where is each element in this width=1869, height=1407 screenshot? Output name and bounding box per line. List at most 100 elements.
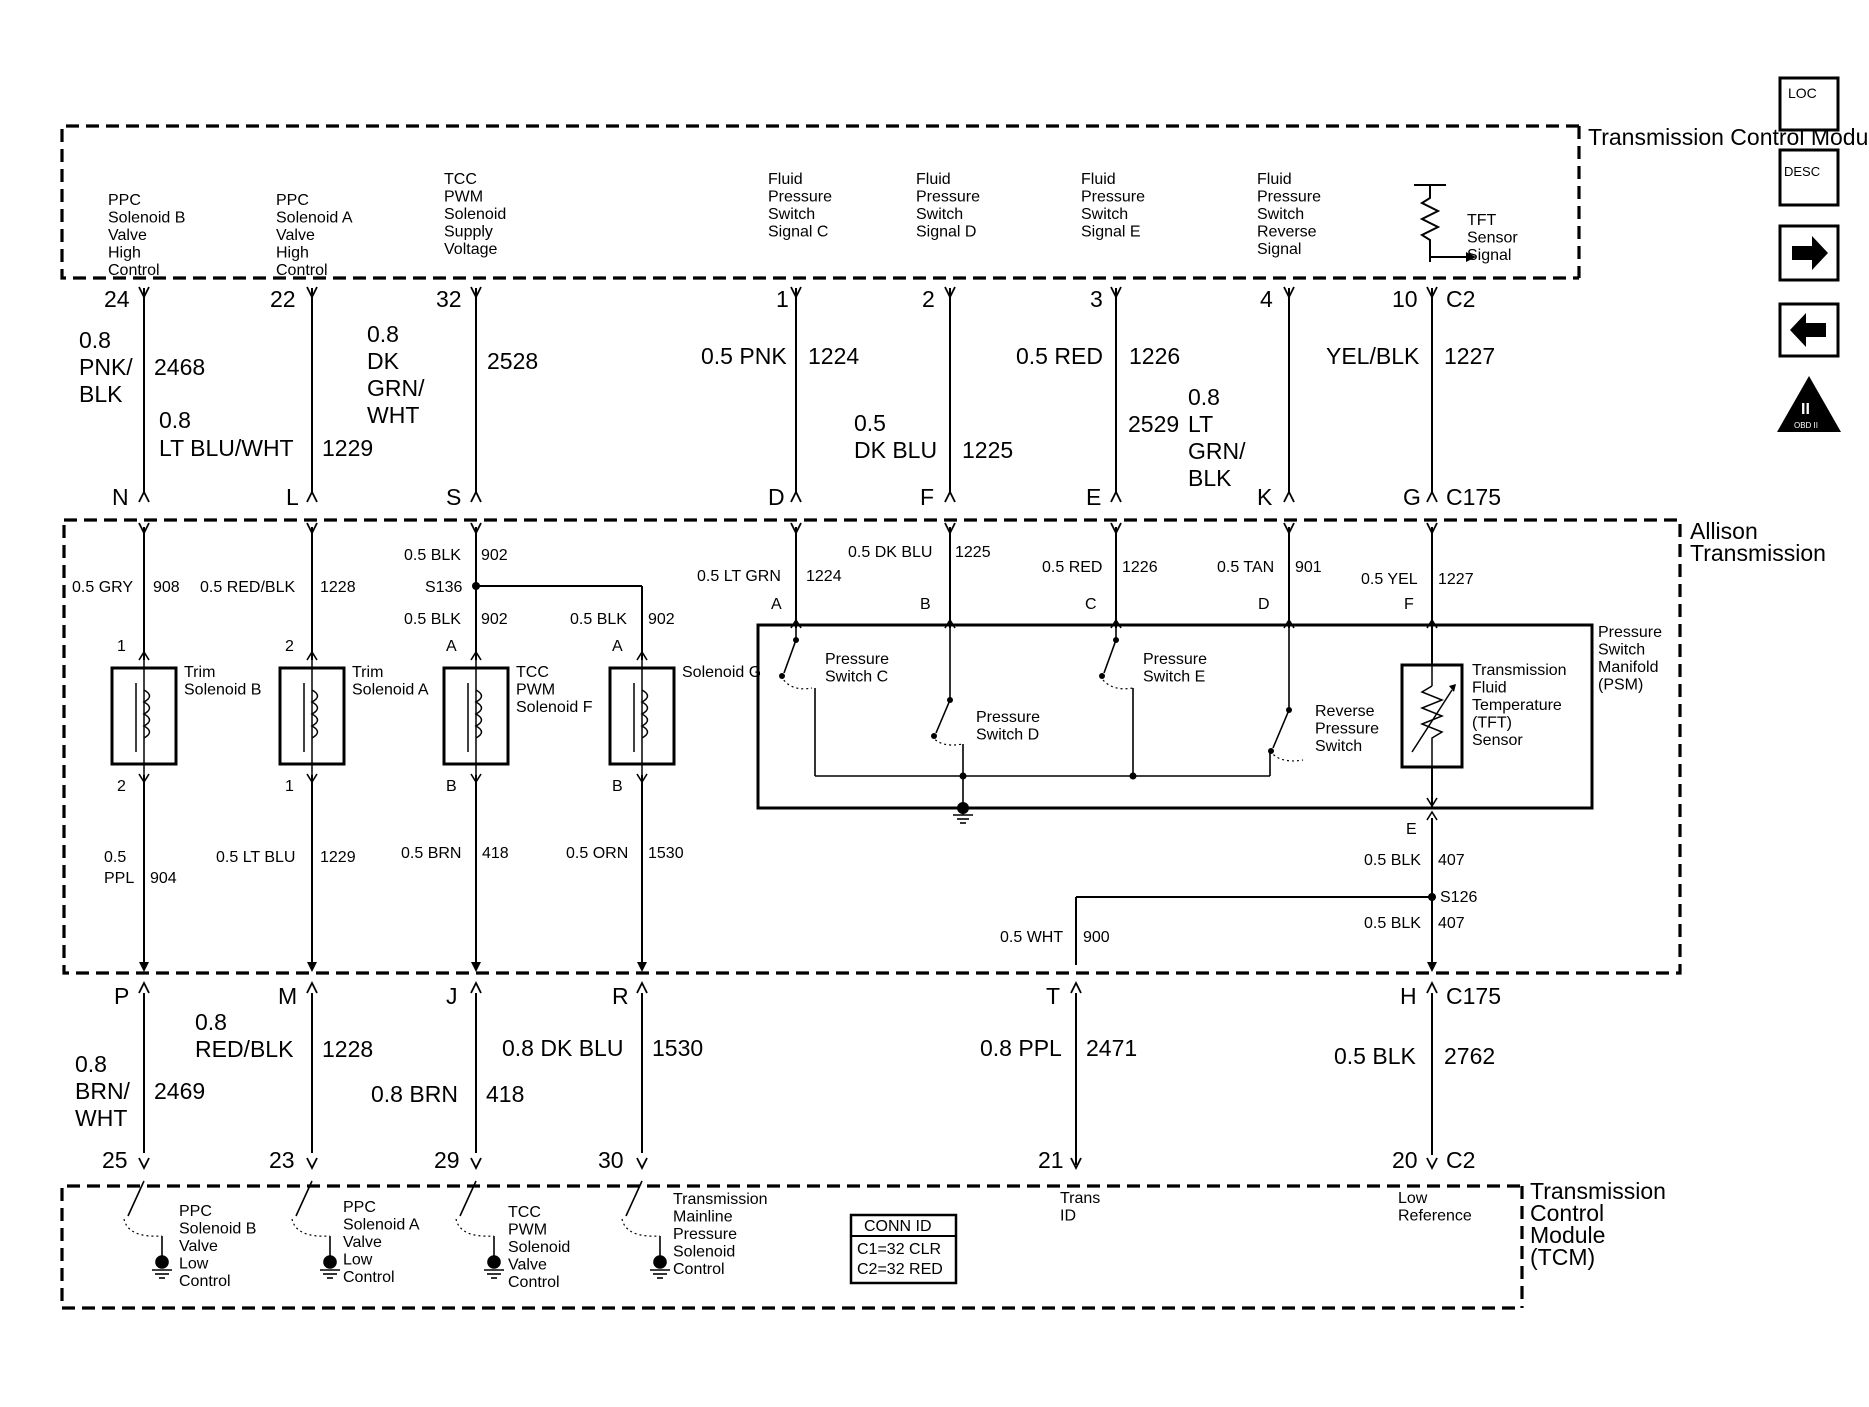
aw-1530: 0.5 ORN xyxy=(566,845,628,862)
uw-2468-color: PNK/BLK xyxy=(79,354,133,407)
top-pin-10: 10 xyxy=(1392,286,1418,312)
splice-s126-dot xyxy=(1428,893,1436,901)
aw-1229: 0.5 LT BLU xyxy=(216,849,295,866)
loc-button[interactable]: LOC xyxy=(1778,76,1840,132)
psm-pin-b: B xyxy=(920,596,931,613)
uw-1226-circuit: 1226 xyxy=(1129,343,1180,369)
top-pin-32: 32 xyxy=(436,286,462,312)
arrow-right-icon xyxy=(1792,236,1828,270)
aw-418-c: 418 xyxy=(482,845,509,862)
uw-2528-circuit: 2528 xyxy=(487,348,538,374)
aw-1224: 0.5 LT GRN xyxy=(697,568,781,585)
bottom-connector-c2: C2 xyxy=(1446,1147,1475,1173)
aw-407b: 0.5 BLK xyxy=(1364,915,1421,932)
c175b-pin-t: T xyxy=(1046,983,1060,1009)
psm-ground-icon xyxy=(953,808,973,824)
uw-1227-color: YEL/BLK xyxy=(1326,343,1420,369)
tcc-pin-b: B xyxy=(446,778,457,795)
prev-button[interactable] xyxy=(1778,302,1840,358)
conn-id-c2: C2=32 RED xyxy=(857,1261,943,1278)
bottom-pin-21: 21 xyxy=(1038,1147,1064,1173)
next-button[interactable] xyxy=(1778,224,1840,282)
aw-1228-c: 1228 xyxy=(320,579,356,596)
psm-pin-a: A xyxy=(771,596,782,613)
tcm-bottom-box xyxy=(60,1184,1520,1310)
lw-418-label: 0.8 BRN xyxy=(371,1081,458,1107)
lw-2471-circuit: 2471 xyxy=(1086,1035,1137,1061)
c175-pin-l: L xyxy=(286,484,299,510)
uw-1227-circuit: 1227 xyxy=(1444,343,1495,369)
bottom-pin-23: 23 xyxy=(269,1147,295,1173)
c175-pin-d: D xyxy=(768,484,785,510)
conn-id-table xyxy=(849,1213,958,1285)
aw-1530-c: 1530 xyxy=(648,845,684,862)
tft-pullup-resistor-icon xyxy=(1414,184,1476,262)
top-pin-22: 22 xyxy=(270,286,296,312)
aw-902b: 0.5 BLK xyxy=(404,611,461,628)
trim-b-pin-1: 1 xyxy=(117,638,126,655)
aw-1225-c: 1225 xyxy=(955,544,991,561)
arrow-left-icon xyxy=(1790,313,1826,347)
aw-902a: 0.5 BLK xyxy=(404,547,461,564)
wire-group xyxy=(143,288,1433,1165)
uw-2529-gauge: 0.8 xyxy=(1188,384,1220,410)
c175b-pin-m: M xyxy=(278,983,297,1009)
aw-900-c: 900 xyxy=(1083,929,1110,946)
c175-pin-k: K xyxy=(1257,484,1273,510)
aw-902c: 0.5 BLK xyxy=(570,611,627,628)
uw-1224-circuit: 1224 xyxy=(808,343,859,369)
c175b-pin-r: R xyxy=(612,983,629,1009)
aw-1225: 0.5 DK BLU xyxy=(848,544,932,561)
top-pin-1: 1 xyxy=(776,286,789,312)
uw-1229-gauge: 0.8 xyxy=(159,407,191,433)
obd-text: OBD II xyxy=(1794,421,1818,430)
c175-pin-f: F xyxy=(920,484,934,510)
uw-1224-label: 0.5 PNK xyxy=(701,343,787,369)
psm-pin-f: F xyxy=(1404,596,1414,613)
conn-id-c1: C1=32 CLR xyxy=(857,1241,941,1258)
tft-thermistor-icon xyxy=(1400,663,1464,769)
psm-pin-c: C xyxy=(1085,596,1097,613)
c175-pin-e: E xyxy=(1086,484,1101,510)
allison-box xyxy=(62,518,1682,975)
uw-2468-circuit: 2468 xyxy=(154,354,205,380)
obd-ii-button[interactable]: II OBD II xyxy=(1777,376,1841,432)
aw-1229-c: 1229 xyxy=(320,849,356,866)
desc-button[interactable]: DESC xyxy=(1778,148,1840,207)
switch-pivot-dots xyxy=(779,637,1292,754)
sol-g-label: Solenoid G xyxy=(682,664,761,681)
trim-b-pin-2: 2 xyxy=(117,778,126,795)
tft-pin-markers xyxy=(1426,797,1438,821)
bus-node-2 xyxy=(1129,772,1137,780)
aw-407a-c: 407 xyxy=(1438,852,1465,869)
uw-1229-color: LT BLU/WHT xyxy=(159,435,294,461)
aw-902c-c: 902 xyxy=(648,611,675,628)
lw-2762-circuit: 2762 xyxy=(1444,1043,1495,1069)
aw-904-c: 904 xyxy=(150,870,177,887)
trim-a-pin-2: 2 xyxy=(285,638,294,655)
top-pin-24: 24 xyxy=(104,286,130,312)
bus-node-1 xyxy=(959,772,967,780)
obd-mark: II xyxy=(1801,401,1810,418)
aw-1228: 0.5 RED/BLK xyxy=(200,579,295,596)
aw-900: 0.5 WHT xyxy=(1000,929,1063,946)
lw-418-circuit: 418 xyxy=(486,1081,524,1107)
aw-1227-c: 1227 xyxy=(1438,571,1474,588)
top-pin-4: 4 xyxy=(1260,286,1273,312)
aw-407b-c: 407 xyxy=(1438,915,1465,932)
c175-pin-g: G xyxy=(1403,484,1421,510)
trim-solenoid-b-icon xyxy=(110,660,178,775)
aw-904-color: PPL xyxy=(104,870,134,887)
c175b-pin-h: H xyxy=(1400,983,1417,1009)
